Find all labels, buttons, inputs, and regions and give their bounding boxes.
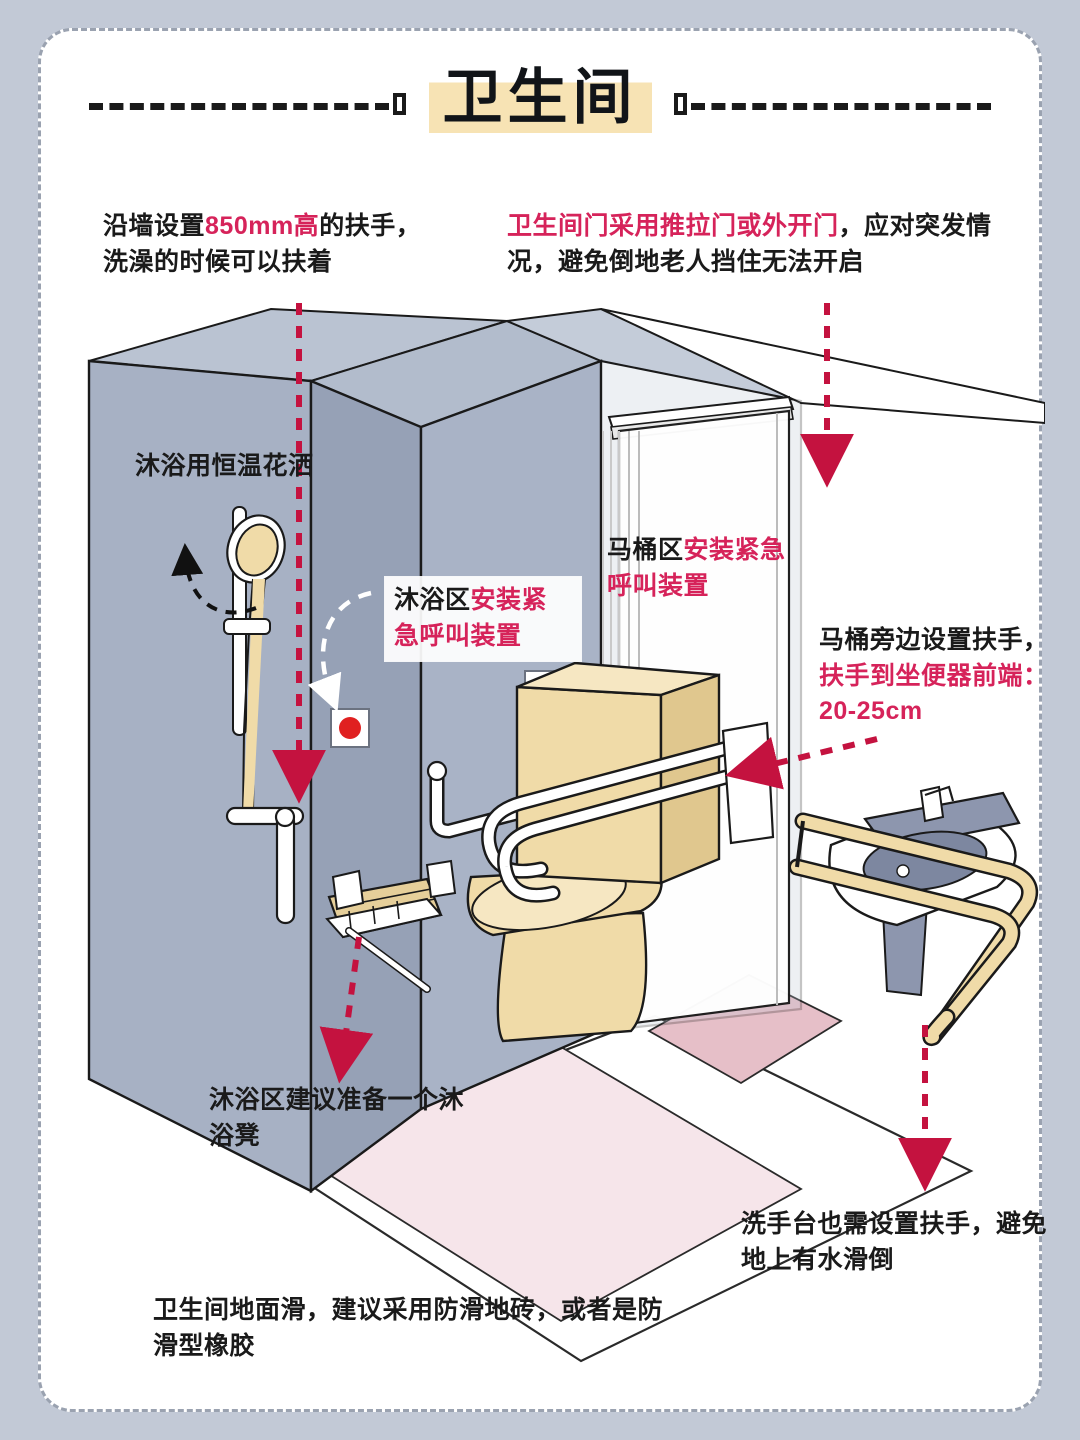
- note-shower-stool-text: 沐浴区建议准备一个沐浴凳: [209, 1086, 465, 1150]
- leader-stool: [319, 936, 374, 1084]
- note-toilet-call: 马桶区安装紧急呼叫装置: [607, 533, 807, 604]
- note-floor: 卫生间地面滑，建议采用防滑地砖，或者是防滑型橡胶: [153, 1293, 673, 1364]
- note-toilet-call-part1: 马桶区: [607, 536, 684, 564]
- title-rule-marker-left: [393, 93, 406, 115]
- bathroom-illustration: [87, 303, 1045, 1363]
- note-toilet-bar-part1: 马桶旁边设置扶手: [819, 626, 1024, 654]
- note-sink-bar: 洗手台也需设置扶手，避免地上有水滑倒: [741, 1207, 1061, 1278]
- shower-wall: [87, 359, 423, 1194]
- note-shower-call-highlight: 安装紧急呼叫装置: [394, 586, 548, 650]
- note-rail-height-part1: 沿墙设置: [103, 212, 206, 240]
- note-rail-height-highlight: 850mm高: [205, 212, 320, 240]
- vertical-grab-bar: [274, 806, 296, 925]
- emergency-call-button-shower[interactable]: [330, 708, 370, 748]
- title-rule-marker-right: [674, 93, 687, 115]
- leader-lines: [272, 303, 952, 1192]
- note-door: 卫生间门采用推拉门或外开门，应对突发情况，避免倒地老人挡住无法开启: [507, 209, 1037, 280]
- sink: [828, 785, 1021, 997]
- note-door-highlight: 卫生间门采用推拉门或外开门: [507, 212, 839, 240]
- note-rail-height: 沿墙设置850mm高的扶手，洗澡的时候可以扶着: [103, 209, 433, 280]
- room-shell: [88, 307, 1045, 429]
- note-shower-head: 沐浴用恒温花洒: [135, 449, 335, 485]
- shower-head-pointer-arrow: [171, 543, 257, 615]
- note-sink-bar-text: 洗手台也需设置扶手，避免地上有水滑倒: [741, 1210, 1048, 1274]
- note-toilet-bar: 马桶旁边设置扶手， 扶手到坐便器前端：20-25cm: [819, 623, 1069, 730]
- sink-grab-bar: [788, 812, 1039, 1047]
- shower-head: [223, 506, 305, 826]
- infographic-card: 卫生间 沿墙设置850mm高的扶手，洗澡的时候可以扶着 卫生间门采用推拉门或外开…: [38, 28, 1048, 1412]
- note-shower-call: 沐浴区安装紧急呼叫装置: [385, 577, 581, 661]
- note-shower-stool: 沐浴区建议准备一个沐浴凳: [209, 1083, 469, 1154]
- floor-plane: [270, 973, 974, 1363]
- title-rule-right: [691, 103, 991, 110]
- note-floor-text: 卫生间地面滑，建议采用防滑地砖，或者是防滑型橡胶: [153, 1296, 664, 1360]
- note-toilet-bar-highlight: 扶手到坐便器前端：20-25cm: [819, 661, 1049, 726]
- note-toilet-call-highlight: 安装紧急呼叫装置: [607, 536, 786, 600]
- note-shower-call-part1: 沐浴区: [394, 586, 471, 614]
- toilet-wall-grab-bar: [426, 760, 579, 839]
- note-shower-head-text: 沐浴用恒温花洒: [135, 452, 314, 480]
- note-rail-height-part2: 的扶手，洗澡的时候可以扶着: [103, 212, 422, 276]
- title-rule-left: [89, 103, 389, 110]
- note-door-rest: ，应对突发情况，避免倒地老人挡住无法开启: [507, 212, 992, 276]
- toilet: [466, 661, 721, 1043]
- folding-shower-seat: [325, 859, 457, 993]
- note-toilet-bar-comma: ，: [1023, 626, 1049, 654]
